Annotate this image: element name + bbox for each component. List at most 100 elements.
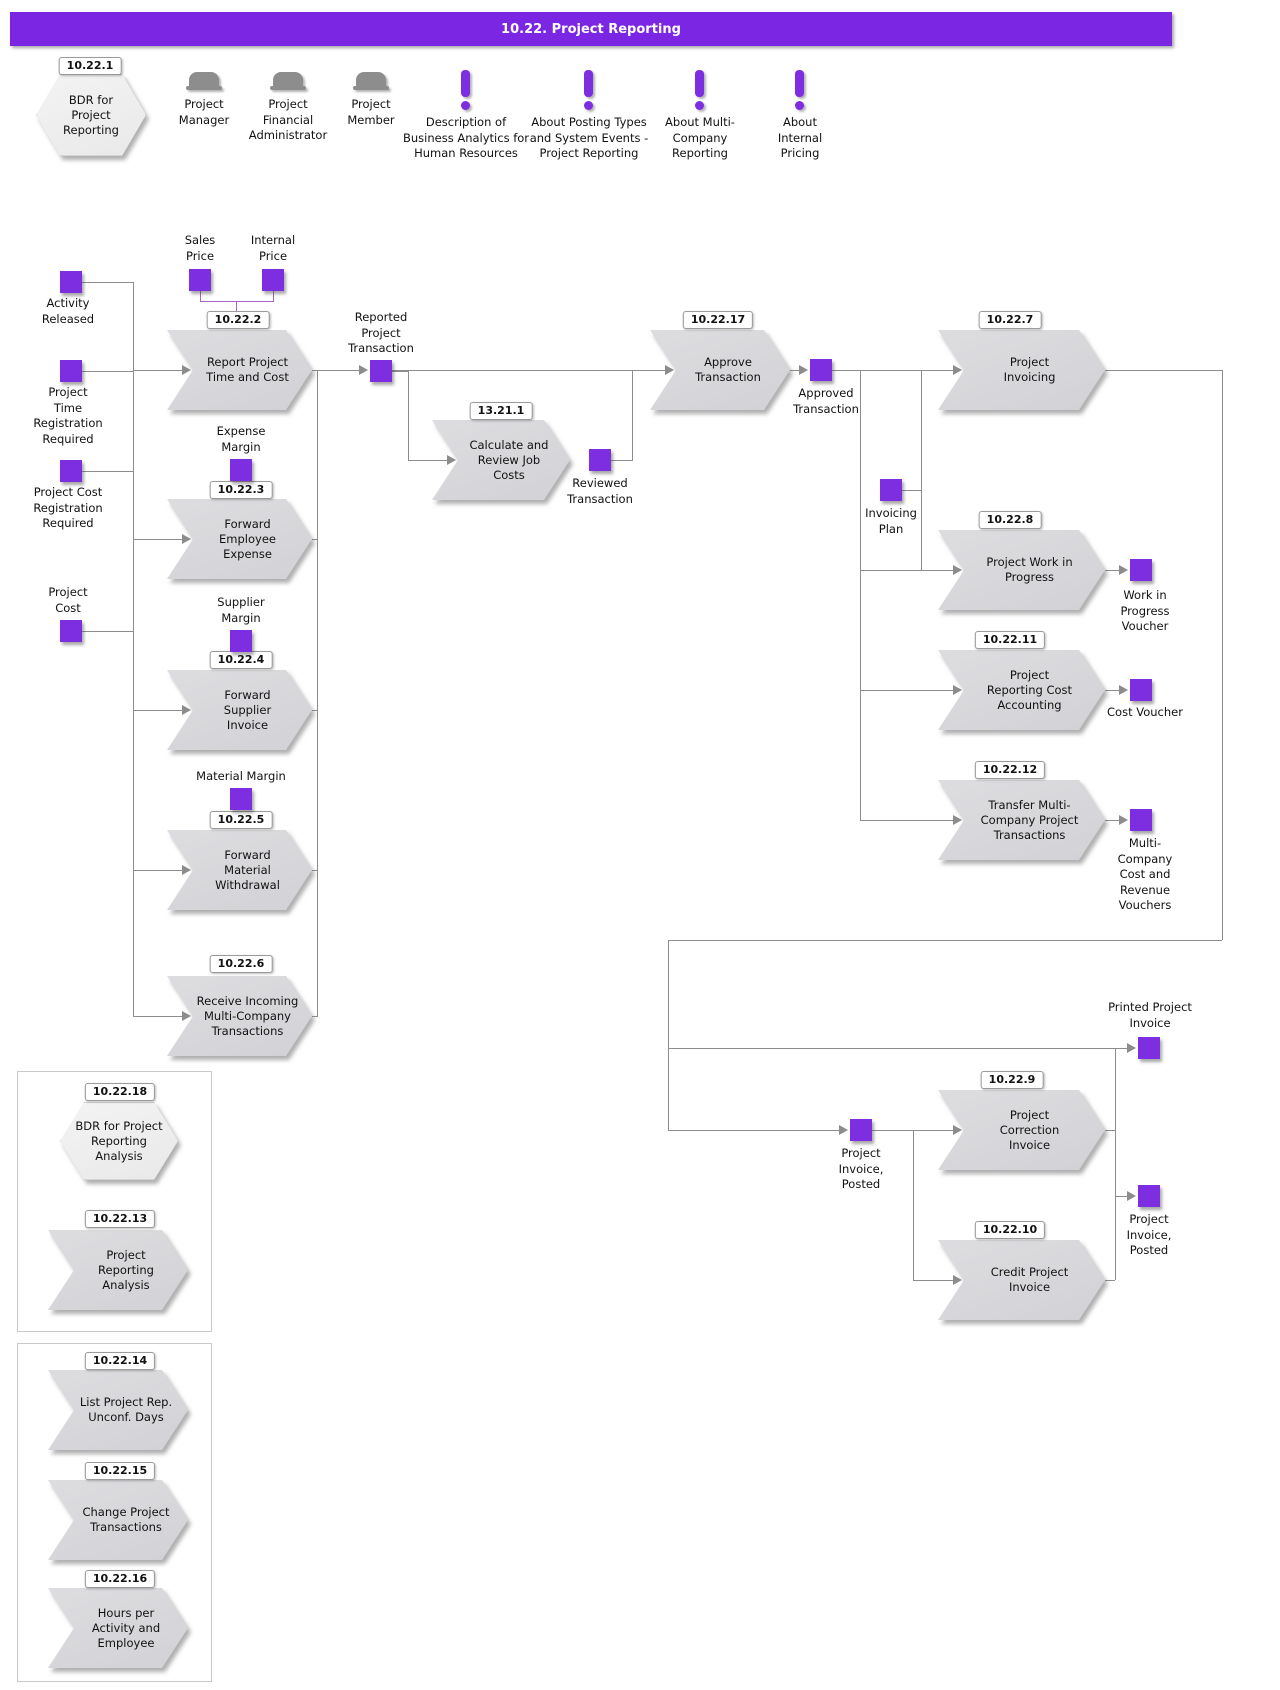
record-label-project-invoice-posted-1: Project Invoice, Posted [838,1146,884,1191]
process-project-reporting-analysis[interactable]: Project Reporting Analysis [48,1230,188,1310]
record-label-project-cost-registration-required: Project Cost Registration Required [33,485,103,530]
arrowhead-icon [182,705,191,715]
record-square-supplier-margin[interactable] [230,630,252,652]
record-label-cost-voucher: Cost Voucher [1107,705,1183,719]
process-transfer-multi-company-project-transactions[interactable]: Transfer Multi- Company Project Transact… [938,780,1105,860]
record-square-sales-price[interactable] [189,269,211,291]
arrowhead-icon [839,1125,848,1135]
role-icon-project-manager [186,72,222,92]
process-label: Hours per Activity and Employee [91,1605,161,1650]
record-square-reviewed-transaction[interactable] [589,449,611,471]
note-label-about-posting-types-and-system-events-project-reporting: About Posting Types and System Events - … [529,115,649,160]
record-square-project-invoice-posted-2[interactable] [1138,1185,1160,1207]
record-square-invoicing-plan[interactable] [880,479,902,501]
connector-line [392,371,408,372]
record-square-activity-released[interactable] [60,271,82,293]
connector-line [913,1280,953,1281]
title-bar: 10.22. Project Reporting [10,12,1172,46]
record-label-material-margin: Material Margin [196,769,286,783]
record-label-project-cost: Project Cost [48,585,88,615]
connector-line [312,870,318,871]
record-label-project-time-registration-required: Project Time Registration Required [33,385,103,446]
process-approve-transaction[interactable]: Approve Transaction [650,330,790,410]
note-description-of-business-analytics-for-human-resources[interactable] [461,70,471,112]
process-hours-per-activity-and-employee[interactable]: Hours per Activity and Employee [48,1588,188,1668]
process-label: Project Correction Invoice [999,1107,1060,1152]
process-project-work-in-progress[interactable]: Project Work in Progress [938,530,1105,610]
record-square-multi-company-cost-revenue-vouchers[interactable] [1130,809,1152,831]
record-square-material-margin[interactable] [230,788,252,810]
process-forward-employee-expense[interactable]: Forward Employee Expense [167,499,312,579]
connector-line [668,940,669,1130]
arrowhead-icon [953,685,962,695]
process-label: Forward Material Withdrawal [215,847,280,892]
person-icon [189,72,219,87]
process-label: Change Project Transactions [82,1505,170,1534]
connector-line [832,370,953,371]
record-square-project-cost[interactable] [60,620,82,642]
process-calculate-and-review-job-costs[interactable]: Calculate and Review Job Costs [432,420,570,500]
record-label-project-invoice-posted-2: Project Invoice, Posted [1126,1212,1172,1257]
connector-line [408,460,447,461]
note-about-internal-pricing[interactable] [795,70,805,112]
chevron-shape [938,780,1105,860]
record-square-approved-transaction[interactable] [810,359,832,381]
badge-10-22-18: 10.22.18 [84,1083,156,1101]
arrowhead-icon [1119,815,1128,825]
record-square-expense-margin[interactable] [230,459,252,481]
connector-line [860,690,953,691]
exclamation-icon-dot [461,101,470,110]
record-square-internal-price[interactable] [262,269,284,291]
role-label-project-manager: Project Manager [178,97,230,127]
connector-line [860,820,953,821]
connector-line [921,370,922,570]
record-label-supplier-margin: Supplier Margin [217,595,265,625]
record-square-project-invoice-posted-1[interactable] [850,1119,872,1141]
record-label-reviewed-transaction: Reviewed Transaction [567,476,633,506]
record-square-reported-project-transaction[interactable] [370,360,392,382]
process-receive-incoming-multi-company-transactions[interactable]: Receive Incoming Multi-Company Transacti… [167,976,312,1056]
record-square-project-time-registration-required[interactable] [60,360,82,382]
connector-line [1105,1130,1115,1131]
brace-line [273,291,274,302]
person-icon-brim [186,86,222,90]
connector-line [312,1016,318,1017]
connector-line [1115,1048,1116,1280]
process-change-project-transactions[interactable]: Change Project Transactions [48,1480,188,1560]
process-credit-project-invoice[interactable]: Credit Project Invoice [938,1240,1105,1320]
process-project-correction-invoice[interactable]: Project Correction Invoice [938,1090,1105,1170]
connector-line [408,371,409,461]
record-square-cost-voucher[interactable] [1130,679,1152,701]
badge-10-22-7: 10.22.7 [978,311,1042,329]
connector-line [1105,1280,1115,1281]
record-square-work-in-progress-voucher[interactable] [1130,559,1152,581]
hexagon-shape [60,1102,178,1180]
exclamation-icon [461,70,470,97]
arrowhead-icon [665,365,674,375]
note-about-posting-types-and-system-events-project-reporting[interactable] [584,70,594,112]
connector-line [312,539,318,540]
badge-10-22-14: 10.22.14 [84,1352,156,1370]
process-list-project-rep-unconf-days[interactable]: List Project Rep. Unconf. Days [48,1370,188,1450]
arrowhead-icon [447,455,456,465]
process-forward-supplier-invoice[interactable]: Forward Supplier Invoice [167,670,312,750]
record-square-project-cost-registration-required[interactable] [60,460,82,482]
bdr-bdr-for-project-reporting[interactable]: BDR for Project Reporting [36,74,146,156]
process-project-reporting-cost-accounting[interactable]: Project Reporting Cost Accounting [938,650,1105,730]
process-project-invoicing[interactable]: Project Invoicing [938,330,1105,410]
process-forward-material-withdrawal[interactable]: Forward Material Withdrawal [167,830,312,910]
process-label: Project Reporting Analysis [98,1247,154,1292]
process-label: Credit Project Invoice [990,1265,1069,1294]
badge-10-22-10: 10.22.10 [974,1221,1046,1239]
connector-line [133,710,182,711]
note-about-multi-company-reporting[interactable] [695,70,705,112]
exclamation-icon [795,70,804,97]
record-label-expense-margin: Expense Margin [216,424,266,454]
arrowhead-icon [953,365,962,375]
bdr-bdr-for-project-reporting-analysis[interactable]: BDR for Project Reporting Analysis [60,1102,178,1180]
process-report-project-time-and-cost[interactable]: Report Project Time and Cost [167,330,312,410]
connector-line [902,490,921,491]
role-label-project-member: Project Member [347,97,395,127]
record-square-printed-project-invoice[interactable] [1138,1037,1160,1059]
badge-10-22-8: 10.22.8 [978,511,1042,529]
